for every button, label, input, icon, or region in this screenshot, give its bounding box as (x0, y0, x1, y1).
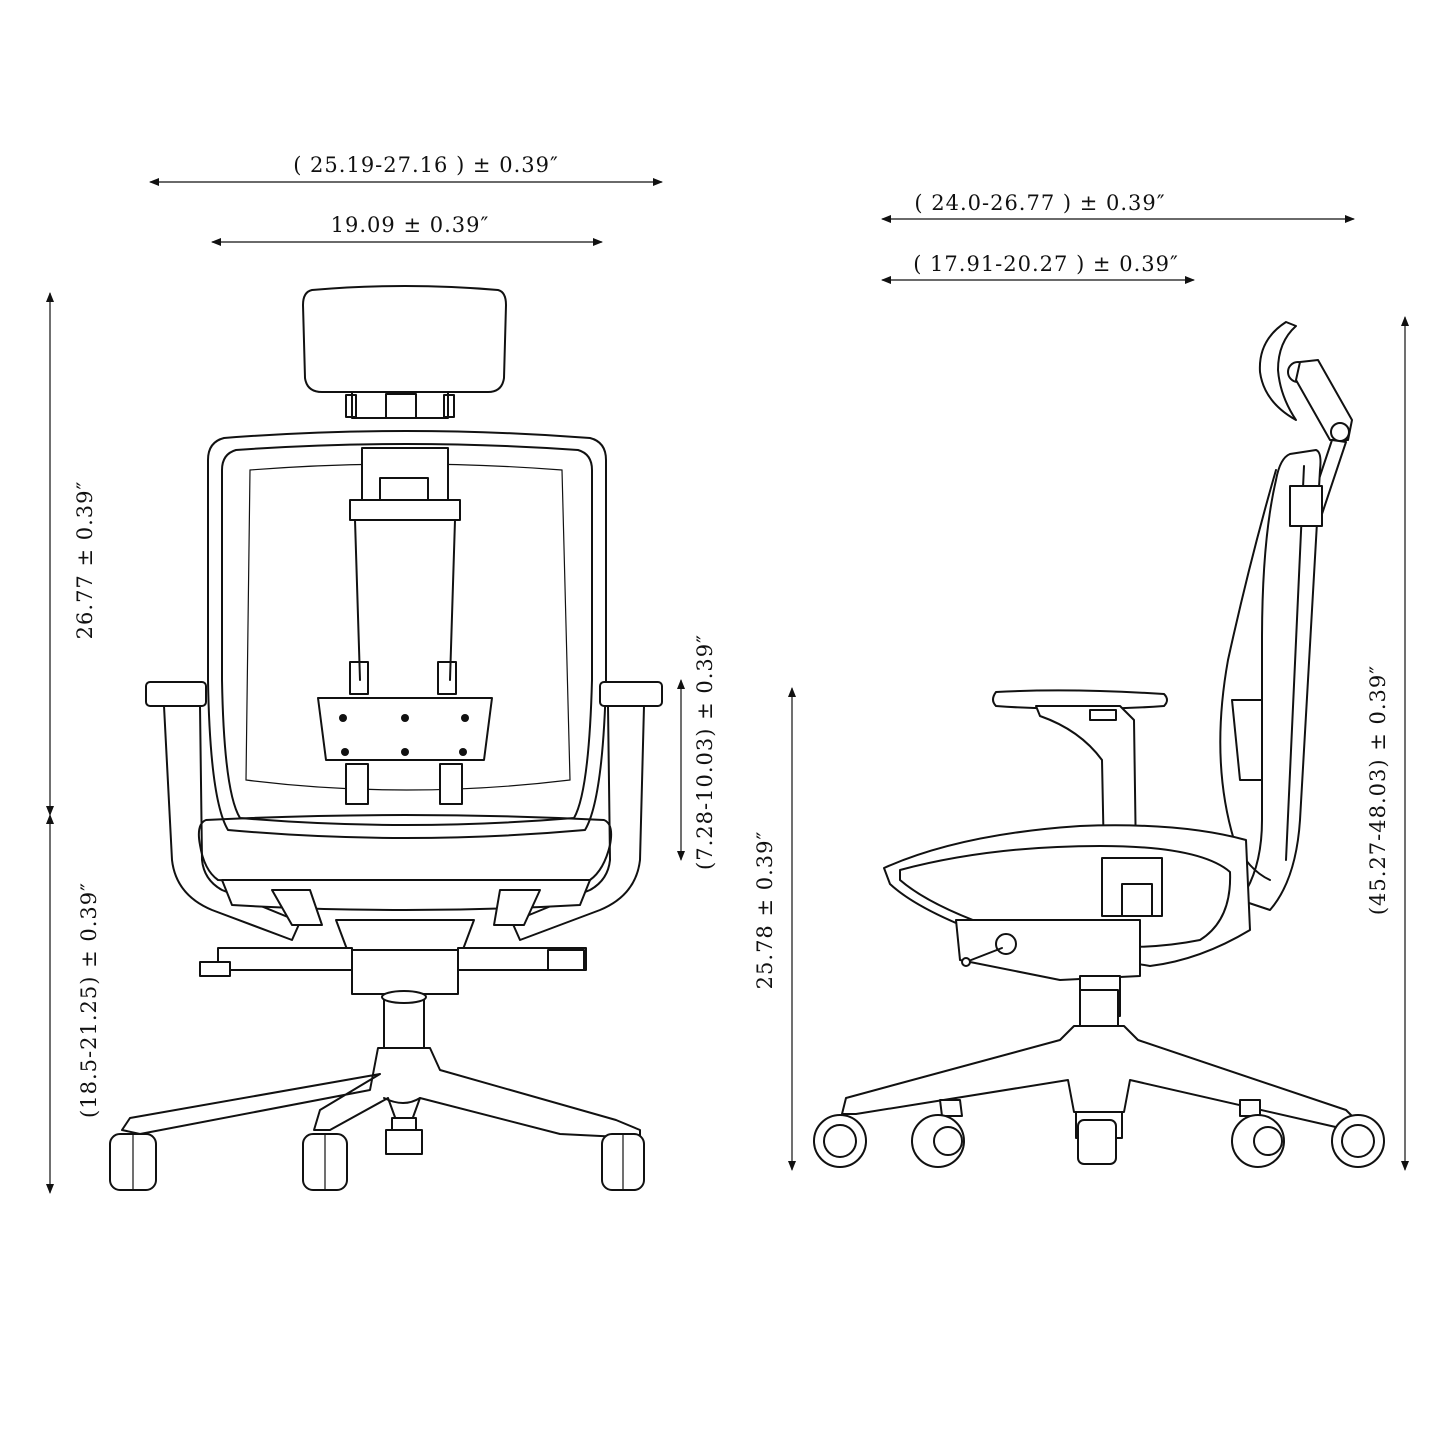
front-view-chair (109, 285, 663, 1191)
armrest-side (992, 689, 1168, 861)
side-overall-depth-label: ( 24.0-26.77 ) ± 0.39″ (914, 191, 1165, 215)
side-total-height-label: (45.27-48.03) ± 0.39″ (1366, 665, 1390, 915)
side-view-chair (813, 321, 1385, 1168)
front-seat-height-label: (18.5-21.25) ± 0.39″ (77, 882, 101, 1118)
side-seat-depth-label: ( 17.91-20.27 ) ± 0.39″ (913, 252, 1179, 276)
armrests-front (145, 681, 663, 941)
backrest-front (207, 430, 607, 839)
base-side (813, 989, 1385, 1168)
front-back-height-label: 26.77 ± 0.39″ (73, 481, 97, 640)
front-seat-width-label: 19.09 ± 0.39″ (331, 213, 490, 237)
dimension-labels: ( 25.19-27.16 ) ± 0.39″ 19.09 ± 0.39″ 26… (73, 153, 1390, 1118)
headrest-front (302, 285, 507, 419)
side-arm-height-label: 25.78 ± 0.39″ (753, 831, 777, 990)
base-front (109, 919, 645, 1191)
front-armrest-height-label: (7.28-10.03) ± 0.39″ (693, 634, 717, 870)
dimension-lines (46, 178, 1409, 1194)
seat-front (197, 814, 613, 926)
front-overall-width-label: ( 25.19-27.16 ) ± 0.39″ (293, 153, 559, 177)
